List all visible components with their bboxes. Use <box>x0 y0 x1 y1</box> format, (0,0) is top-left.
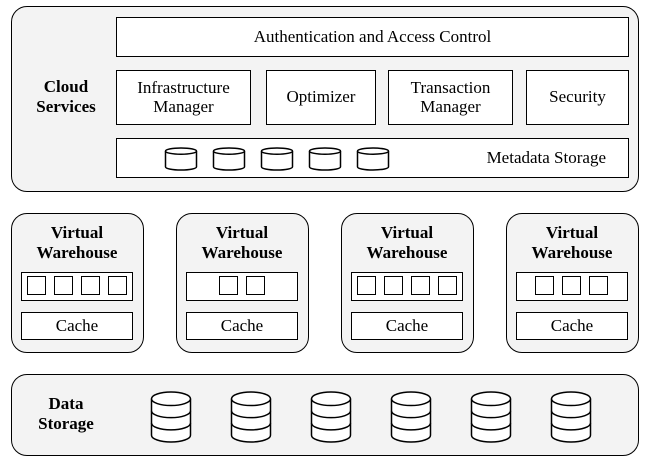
compute-node <box>218 276 238 295</box>
cache-box: Cache <box>351 312 463 340</box>
compute-node <box>437 276 457 295</box>
cache-box: Cache <box>21 312 133 340</box>
cache-box: Cache <box>516 312 628 340</box>
compute-nodes-box <box>21 272 133 301</box>
metadata-disk-icon <box>308 147 342 171</box>
data-disk-group <box>150 391 610 443</box>
compute-node <box>356 276 376 295</box>
data-disk-icon <box>550 391 592 443</box>
data-disk-icon <box>390 391 432 443</box>
data-disk-icon <box>470 391 512 443</box>
data-disk-icon <box>150 391 192 443</box>
compute-node <box>383 276 403 295</box>
cache-box: Cache <box>186 312 298 340</box>
compute-node <box>589 276 608 295</box>
transaction-manager-box: Transaction Manager <box>388 70 513 125</box>
compute-node <box>535 276 554 295</box>
metadata-disk-icon <box>356 147 390 171</box>
data-disk-icon <box>230 391 272 443</box>
security-box: Security <box>526 70 629 125</box>
metadata-storage-box: Metadata Storage <box>116 138 629 178</box>
compute-node <box>562 276 581 295</box>
data-storage-label: Data Storage <box>38 394 94 433</box>
virtual-warehouse-label: Virtual Warehouse <box>531 223 613 262</box>
metadata-disk-icon <box>164 147 198 171</box>
cloud-services-panel: Cloud Services Authentication and Access… <box>11 6 639 192</box>
data-disk-icon <box>310 391 352 443</box>
virtual-warehouse-label: Virtual Warehouse <box>201 223 283 262</box>
compute-node <box>53 276 73 295</box>
metadata-storage-label: Metadata Storage <box>486 147 606 167</box>
virtual-warehouse-label: Virtual Warehouse <box>366 223 448 262</box>
optimizer-box: Optimizer <box>266 70 376 125</box>
metadata-disk-group <box>164 147 404 171</box>
compute-nodes-box <box>351 272 463 301</box>
compute-node <box>107 276 127 295</box>
compute-node <box>26 276 46 295</box>
virtual-warehouse-label: Virtual Warehouse <box>36 223 118 262</box>
compute-node <box>80 276 100 295</box>
compute-node <box>410 276 430 295</box>
infrastructure-manager-box: Infrastructure Manager <box>116 70 251 125</box>
compute-nodes-box <box>516 272 628 301</box>
compute-nodes-box <box>186 272 298 301</box>
compute-node <box>245 276 265 295</box>
data-storage-panel: Data Storage <box>11 374 639 456</box>
cloud-services-label: Cloud Services <box>36 77 96 116</box>
auth-access-control-box: Authentication and Access Control <box>116 17 629 57</box>
metadata-disk-icon <box>212 147 246 171</box>
metadata-disk-icon <box>260 147 294 171</box>
